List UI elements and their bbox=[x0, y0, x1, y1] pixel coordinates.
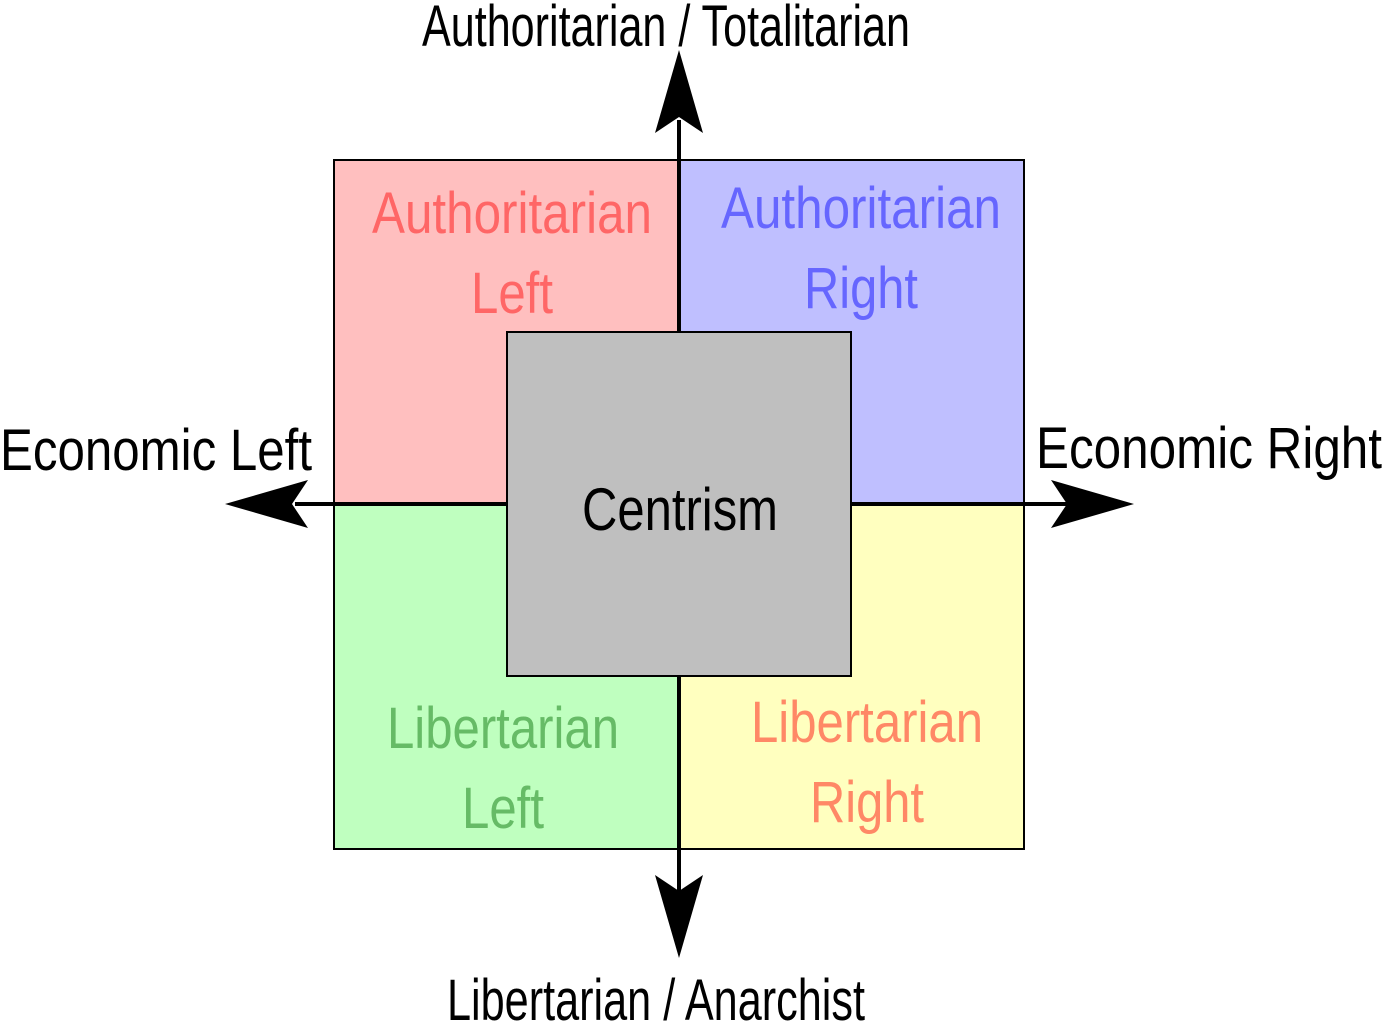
axis-label-right: Economic Right bbox=[1036, 416, 1382, 481]
axis-label-left: Economic Left bbox=[0, 418, 312, 483]
centrism-label: Centrism bbox=[582, 476, 778, 543]
auth-left-label-line1: Authoritarian bbox=[372, 181, 652, 246]
auth-right-label-line2: Right bbox=[804, 256, 918, 321]
lib-left-label-line2: Left bbox=[462, 776, 544, 841]
arrow-right-icon bbox=[1051, 480, 1134, 528]
axis-label-bottom: Libertarian / Anarchist bbox=[447, 968, 865, 1024]
lib-left-label-line1: Libertarian bbox=[387, 696, 619, 761]
centrism-box bbox=[506, 331, 852, 677]
arrow-up-icon bbox=[655, 50, 703, 133]
arrow-down-icon bbox=[655, 875, 703, 958]
auth-left-label-line2: Left bbox=[471, 261, 553, 326]
auth-right-label-line1: Authoritarian bbox=[721, 176, 1001, 241]
lib-right-label-line1: Libertarian bbox=[751, 690, 983, 755]
lib-right-label-line2: Right bbox=[810, 770, 924, 835]
arrow-left-icon bbox=[225, 480, 308, 528]
axis-label-top: Authoritarian / Totalitarian bbox=[422, 0, 910, 59]
